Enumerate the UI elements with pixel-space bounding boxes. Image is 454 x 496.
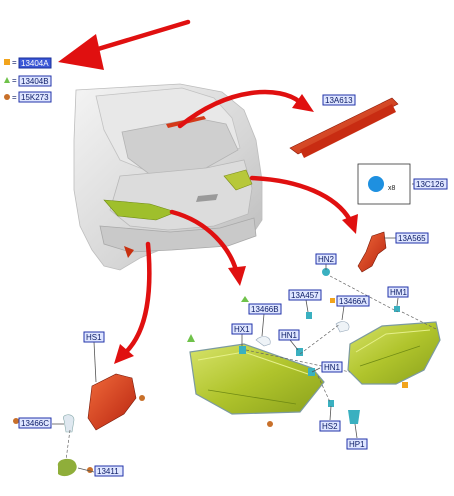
callout-box: [346, 438, 368, 450]
callout-text: 13466C: [21, 419, 49, 428]
bulb-icon: [62, 414, 75, 433]
circle-marker-icon: [87, 467, 93, 473]
socket-icon: [306, 312, 312, 319]
circle-marker-icon: [267, 421, 273, 427]
triangle-marker-icon: [241, 296, 249, 302]
high-mount-stop-lamp: [289, 97, 399, 158]
triangle-marker-icon: [4, 77, 10, 83]
clip-icon: [368, 176, 384, 192]
callout-text: 13A457: [291, 291, 319, 300]
callout-13A613[interactable]: 13A613: [322, 94, 356, 106]
callout-text: 13466B: [251, 305, 279, 314]
callout-text: 13C126: [416, 180, 445, 189]
inner-tail-lamp: [347, 321, 441, 385]
legend-label-15K273: 15K273: [21, 93, 49, 102]
legend-item-15K273[interactable]: = 15K273: [4, 91, 52, 103]
legend-label-13404B: 13404B: [21, 77, 49, 86]
callout-text: 13411: [97, 467, 119, 476]
car-tail-lamp-right: [223, 169, 253, 191]
callout-box: [231, 323, 253, 335]
legend-item-13404B[interactable]: = 13404B: [4, 75, 52, 87]
callout-text: 13A565: [398, 234, 426, 243]
socket-icon: [239, 346, 246, 354]
rear-side-lamp: [87, 373, 145, 431]
circle-marker-icon: [13, 418, 19, 424]
legend: = 13404A = 13404B = 15K273: [4, 57, 52, 103]
callout-box: [83, 331, 105, 343]
callout-text: HN1: [324, 363, 341, 372]
callout-13A457[interactable]: 13A457: [288, 289, 322, 301]
callout-box: [315, 253, 337, 265]
socket-icon: [308, 368, 315, 376]
callout-text: HP1: [349, 440, 365, 449]
callout-box: [288, 289, 322, 301]
legend-label-13404A: 13404A: [21, 59, 49, 68]
circle-marker-icon: [4, 94, 10, 100]
car-tail-lamp-left: [103, 199, 177, 221]
callout-text: 13466A: [339, 297, 367, 306]
callout-HS2[interactable]: HS2: [319, 420, 341, 432]
callout-HS1[interactable]: HS1: [83, 331, 105, 343]
square-marker-icon: [4, 59, 10, 65]
car-rear-view: [73, 83, 263, 271]
callout-13466B[interactable]: 13466B: [248, 303, 282, 315]
bracket-13A565: [357, 231, 387, 273]
callout-HM1[interactable]: HM1: [387, 286, 409, 298]
callout-box: [94, 465, 124, 477]
triangle-marker-icon: [187, 334, 195, 342]
socket-icon: [296, 348, 303, 356]
legend-label-box: [18, 57, 52, 69]
callout-13A565[interactable]: 13A565: [395, 232, 429, 244]
callout-HN1-inner[interactable]: HN1: [321, 361, 343, 373]
outer-tail-lamp: [189, 343, 325, 415]
callout-box: [248, 303, 282, 315]
legend-equals: =: [12, 58, 17, 67]
socket-icon: [394, 306, 400, 312]
square-marker-icon: [330, 298, 335, 303]
square-marker-icon: [402, 382, 408, 388]
clip-quantity: x8: [388, 185, 396, 192]
pointer-arrow-icon: [58, 19, 191, 70]
callout-box: [336, 295, 370, 307]
callout-text: HM1: [390, 288, 407, 297]
callout-13466A[interactable]: 13466A: [336, 295, 370, 307]
callout-text: HS2: [322, 422, 338, 431]
callout-box: [322, 94, 356, 106]
callout-HN2[interactable]: HN2: [315, 253, 337, 265]
socket-icon: [322, 268, 330, 276]
legend-item-13404A[interactable]: = 13404A: [4, 57, 52, 69]
callout-box: [319, 420, 341, 432]
leader-lines: [52, 183, 439, 473]
callout-HX1[interactable]: HX1: [231, 323, 253, 335]
callout-box: [18, 417, 52, 429]
bulb-icon: [255, 336, 271, 347]
legend-equals: =: [12, 76, 17, 85]
callout-box: [321, 361, 343, 373]
callout-13C126[interactable]: 13C126: [413, 178, 448, 190]
association-arrows: [114, 89, 358, 364]
callout-text: 13A613: [325, 96, 353, 105]
callout-HN1[interactable]: HN1: [278, 329, 300, 341]
callout-text: HN1: [281, 331, 298, 340]
legend-label-box: [18, 75, 52, 87]
bulbs-and-sockets: [13, 268, 408, 477]
callout-text: HX1: [234, 325, 250, 334]
legend-equals: =: [12, 93, 17, 102]
clip-quantity-box: x8: [357, 163, 411, 205]
callout-box: [278, 329, 300, 341]
socket-icon: [328, 400, 334, 407]
socket-icon: [348, 410, 360, 424]
callout-text: HS1: [86, 333, 102, 342]
callout-box: [395, 232, 429, 244]
callout-13411[interactable]: 13411: [94, 465, 124, 477]
bulb-icon: [335, 321, 350, 333]
callout-box: [413, 178, 448, 190]
callout-HP1[interactable]: HP1: [346, 438, 368, 450]
legend-label-box: [18, 91, 52, 103]
callout-box: [387, 286, 409, 298]
connector-icon: [57, 458, 77, 477]
callout-text: HN2: [318, 255, 335, 264]
callout-13466C[interactable]: 13466C: [18, 417, 52, 429]
